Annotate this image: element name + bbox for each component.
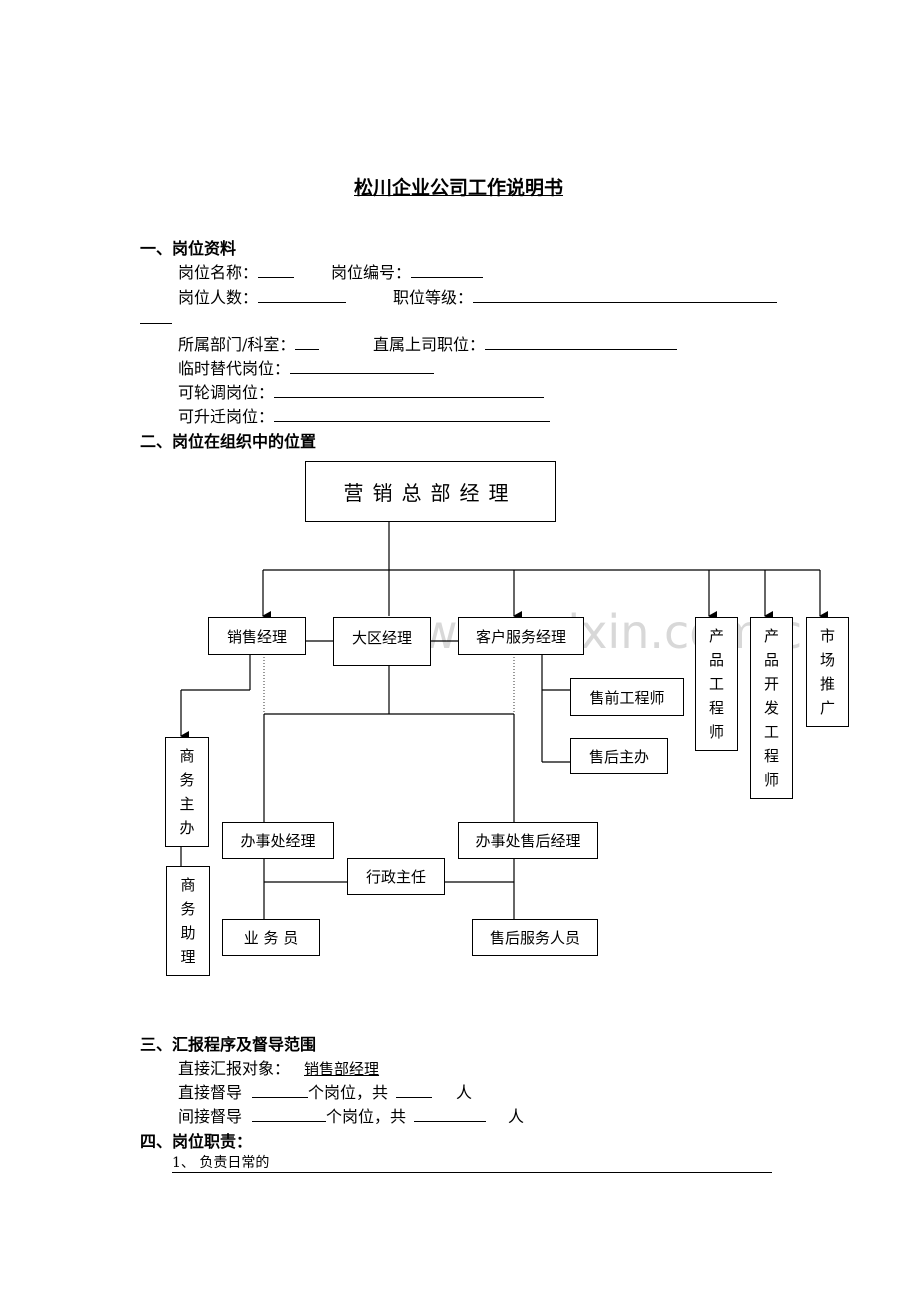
- org-box-aftersales-supervisor: 售后主办: [570, 738, 668, 774]
- headcount-row: 岗位人数：: [178, 284, 347, 308]
- report-to-label: 直接汇报对象：: [178, 1059, 291, 1078]
- people-unit: 人: [508, 1107, 525, 1126]
- department-label: 所属部门/科室：: [178, 335, 296, 354]
- position-number-blank: [411, 262, 484, 278]
- char: 商: [179, 747, 195, 765]
- org-box-marketing-director: 营销总部经理: [305, 461, 556, 522]
- section-heading-position-info: 一、岗位资料: [140, 239, 237, 258]
- org-box-aftersales-staff: 售后服务人员: [472, 919, 598, 956]
- org-box-region-manager: 大区经理: [333, 617, 431, 666]
- indirect-supervision-row: 间接督导 个岗位，共 人: [178, 1103, 524, 1127]
- char: 工: [708, 675, 724, 693]
- org-box-sales-manager: 销售经理: [208, 617, 306, 655]
- char: 师: [708, 723, 724, 741]
- char: 广: [819, 699, 835, 717]
- promotion-label: 可升迁岗位：: [178, 407, 275, 426]
- direct-supervision-label: 直接督导: [178, 1083, 243, 1102]
- report-to-row: 直接汇报对象： 销售部经理: [178, 1055, 379, 1079]
- rotation-row: 可轮调岗位：: [178, 379, 545, 403]
- indirect-people-blank: [414, 1106, 487, 1122]
- position-number-row: 岗位编号：: [331, 259, 484, 283]
- char: 理: [180, 948, 196, 966]
- org-box-product-engineer: 产 品 工 程 师: [695, 617, 738, 751]
- superior-label: 直属上司职位：: [373, 335, 486, 354]
- section-heading-duties: 四、岗位职责：: [140, 1132, 253, 1151]
- page-title: 松川企业公司工作说明书: [354, 177, 564, 199]
- grade-row: 职位等级：: [393, 284, 778, 308]
- org-box-presales-engineer: 售前工程师: [570, 678, 684, 716]
- char: 品: [708, 651, 724, 669]
- rotation-blank: [274, 382, 545, 398]
- grade-label: 职位等级：: [393, 288, 474, 307]
- promotion-row: 可升迁岗位：: [178, 403, 551, 427]
- people-unit: 人: [456, 1083, 473, 1102]
- org-box-business-supervisor: 商 务 主 办: [165, 737, 209, 847]
- indirect-positions-blank: [252, 1106, 327, 1122]
- org-box-business-assistant: 商 务 助 理: [166, 866, 210, 976]
- char: 推: [819, 675, 835, 693]
- org-box-salesperson: 业 务 员: [222, 919, 320, 956]
- indirect-supervision-label: 间接督导: [178, 1107, 243, 1126]
- section-heading-org-position: 二、岗位在组织中的位置: [140, 432, 317, 451]
- char: 开: [763, 675, 779, 693]
- char: 产: [708, 627, 724, 645]
- direct-positions-blank: [252, 1082, 309, 1098]
- org-box-office-aftersales-manager: 办事处售后经理: [458, 822, 598, 859]
- position-name-row: 岗位名称：: [178, 259, 295, 283]
- headcount-blank: [258, 287, 347, 303]
- org-box-marketing-promotion: 市 场 推 广: [806, 617, 849, 727]
- char: 工: [763, 723, 779, 741]
- char: 发: [763, 699, 779, 717]
- positions-text: 个岗位，共: [308, 1083, 389, 1102]
- headcount-label: 岗位人数：: [178, 288, 259, 307]
- department-blank: [295, 334, 320, 350]
- char: 主: [179, 795, 195, 813]
- substitute-label: 临时替代岗位：: [178, 359, 291, 378]
- substitute-row: 临时替代岗位：: [178, 355, 435, 379]
- char: 商: [180, 876, 196, 894]
- superior-row: 直属上司职位：: [373, 331, 678, 355]
- direct-people-blank: [396, 1082, 433, 1098]
- org-box-product-dev-engineer: 产 品 开 发 工 程 师: [750, 617, 793, 799]
- substitute-blank: [290, 358, 435, 374]
- department-row: 所属部门/科室：: [178, 331, 320, 355]
- position-number-label: 岗位编号：: [331, 263, 412, 282]
- promotion-blank: [274, 406, 551, 422]
- direct-supervision-row: 直接督导 个岗位，共 人: [178, 1079, 472, 1103]
- char: 务: [180, 900, 196, 918]
- char: 办: [179, 819, 195, 837]
- char: 产: [763, 627, 779, 645]
- char: 场: [819, 651, 835, 669]
- duty-item-1: 1、 负责日常的: [172, 1152, 772, 1173]
- position-name-label: 岗位名称：: [178, 263, 259, 282]
- grade-blank: [473, 287, 778, 303]
- report-to-value: 销售部经理: [304, 1060, 380, 1078]
- char: 品: [763, 651, 779, 669]
- org-box-admin-director: 行政主任: [347, 858, 445, 895]
- rotation-label: 可轮调岗位：: [178, 383, 275, 402]
- char: 市: [819, 627, 835, 645]
- superior-blank: [485, 334, 678, 350]
- section-heading-reporting: 三、汇报程序及督导范围: [140, 1035, 317, 1054]
- position-name-blank: [258, 262, 295, 278]
- char: 程: [763, 747, 779, 765]
- org-box-office-manager: 办事处经理: [222, 822, 334, 859]
- char: 助: [180, 924, 196, 942]
- char: 程: [708, 699, 724, 717]
- grade-blank-continuation: [140, 323, 172, 324]
- char: 务: [179, 771, 195, 789]
- positions-text: 个岗位，共: [326, 1107, 407, 1126]
- org-box-cs-manager: 客户服务经理: [458, 617, 584, 655]
- char: 师: [763, 771, 779, 789]
